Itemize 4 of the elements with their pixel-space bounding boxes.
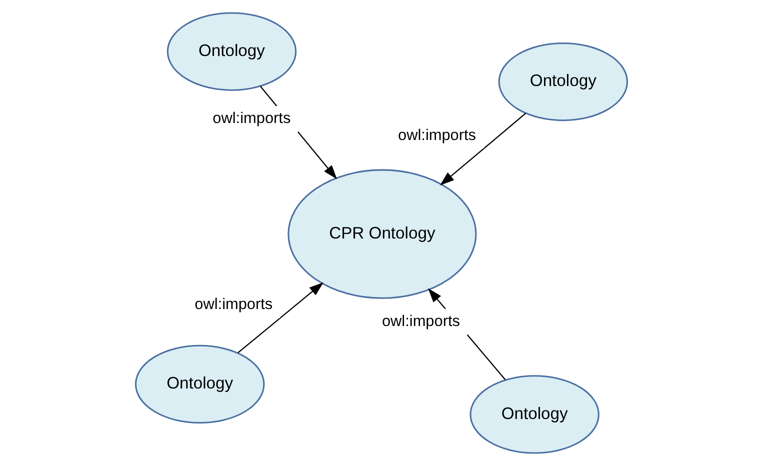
edge-label: owl:imports [212, 110, 291, 128]
edge-label: owl:imports [398, 126, 476, 144]
edge-label: owl:imports [194, 296, 273, 314]
edge-label: owl:imports [382, 312, 460, 330]
